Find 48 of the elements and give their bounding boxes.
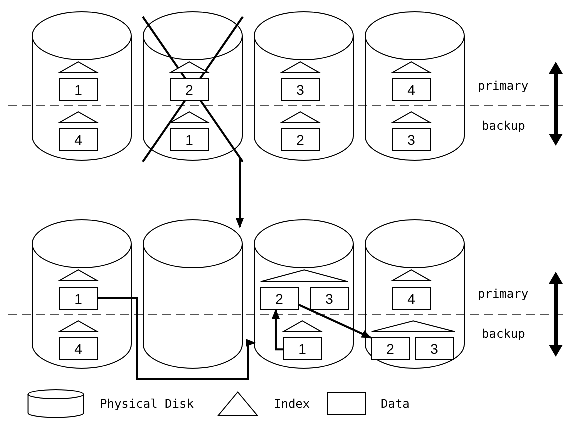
index-triangle <box>260 270 349 282</box>
data-box: 3 <box>392 128 431 151</box>
disk-cylinder <box>365 220 465 370</box>
side-label: primary <box>478 288 529 300</box>
disk-cylinder <box>254 220 354 370</box>
disk-cylinder <box>254 12 354 162</box>
disk-cylinder <box>32 12 132 162</box>
index-triangle <box>283 321 322 332</box>
data-box: 4 <box>392 78 431 101</box>
arrow <box>98 298 256 380</box>
data-box: 4 <box>59 337 98 360</box>
index-triangle <box>371 321 456 332</box>
arrow <box>298 304 372 339</box>
legend-label: Data <box>381 398 410 410</box>
data-box: 3 <box>281 78 320 101</box>
data-box: 3 <box>415 337 454 360</box>
data-box: 4 <box>59 128 98 151</box>
index-triangle <box>59 321 98 332</box>
index-triangle <box>170 62 209 73</box>
arrow <box>272 309 283 351</box>
side-label: backup <box>482 328 526 340</box>
arrow <box>236 158 244 228</box>
index-triangle <box>59 62 98 73</box>
index-triangle <box>170 112 209 123</box>
data-box: 1 <box>59 287 98 310</box>
data-box: 1 <box>59 78 98 101</box>
side-label: backup <box>482 120 526 132</box>
data-box: 2 <box>281 128 320 151</box>
index-triangle <box>392 270 431 281</box>
index-triangle <box>392 112 431 123</box>
data-box: 2 <box>371 337 410 360</box>
disk-cylinder <box>365 12 465 162</box>
data-box: 2 <box>170 78 209 101</box>
index-triangle <box>281 112 320 123</box>
index-triangle <box>59 112 98 123</box>
index-triangle <box>59 270 98 281</box>
data-box: 3 <box>310 287 349 310</box>
data-box: 1 <box>170 128 209 151</box>
data-box: 1 <box>283 337 322 360</box>
disk-cylinder <box>143 220 243 370</box>
index-triangle <box>281 62 320 73</box>
legend-label: Index <box>274 398 310 410</box>
data-box: 2 <box>260 287 299 310</box>
disk-cylinder <box>32 220 132 370</box>
data-box: 4 <box>392 287 431 310</box>
index-triangle <box>392 62 431 73</box>
side-label: primary <box>478 80 529 92</box>
legend-label: Physical Disk <box>100 398 194 410</box>
